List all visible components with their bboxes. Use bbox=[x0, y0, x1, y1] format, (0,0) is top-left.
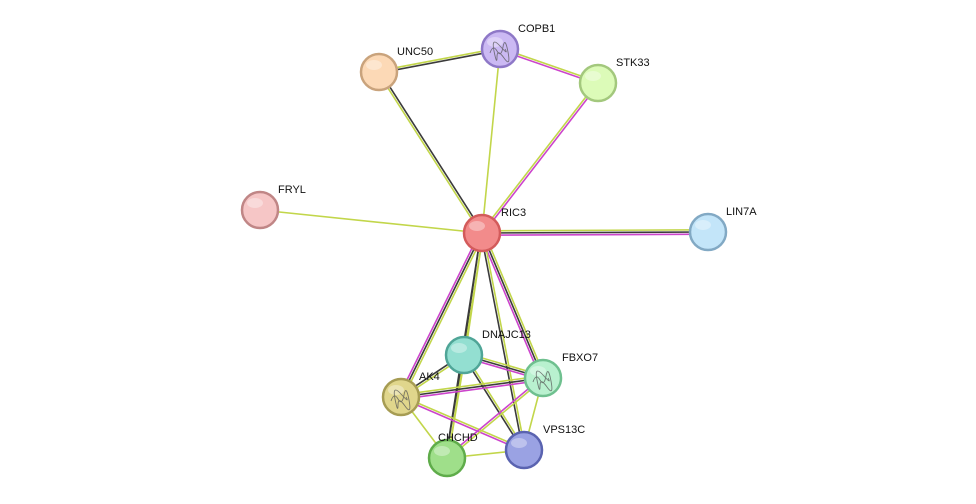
edge-evidence-line bbox=[401, 379, 544, 400]
node-copb1[interactable]: COPB1 bbox=[480, 23, 555, 69]
edge-ric3-ak4[interactable] bbox=[398, 231, 485, 399]
edge-evidence-line bbox=[480, 233, 524, 451]
node-highlight bbox=[247, 198, 263, 208]
node-label: UNC50 bbox=[397, 46, 433, 58]
node-label: LIN7A bbox=[726, 206, 757, 218]
node-circle[interactable] bbox=[240, 190, 280, 230]
edge-evidence-line bbox=[483, 231, 546, 378]
node-vps13c[interactable]: VPS13C bbox=[504, 424, 585, 470]
edge-evidence-line bbox=[482, 83, 600, 235]
edge-evidence-line bbox=[480, 81, 598, 233]
edge-ak4-fbxo7[interactable] bbox=[400, 375, 544, 400]
edge-evidence-line bbox=[402, 233, 485, 399]
edge-evidence-line bbox=[481, 229, 708, 232]
node-highlight bbox=[434, 446, 450, 456]
node-lin7a[interactable]: LIN7A bbox=[688, 206, 757, 252]
edge-ric3-fryl[interactable] bbox=[259, 209, 483, 234]
edge-evidence-line bbox=[479, 233, 542, 380]
edge-evidence-line bbox=[401, 395, 525, 450]
node-label: FRYL bbox=[278, 184, 306, 196]
edge-evidence-line bbox=[379, 70, 484, 233]
node-chchd[interactable]: CHCHD bbox=[427, 432, 478, 478]
edge-evidence-line bbox=[482, 232, 526, 450]
edge-ric3-stk33[interactable] bbox=[480, 81, 600, 235]
node-label: RIC3 bbox=[501, 207, 526, 219]
edge-layer bbox=[259, 47, 709, 460]
node-circle[interactable] bbox=[688, 212, 728, 252]
edge-evidence-line bbox=[447, 378, 545, 460]
node-label: COPB1 bbox=[518, 23, 555, 35]
node-label: STK33 bbox=[616, 57, 650, 69]
node-label: DNAJC13 bbox=[482, 329, 531, 341]
edge-evidence-line bbox=[398, 231, 481, 397]
node-highlight bbox=[366, 60, 382, 70]
edge-ric3-copb1[interactable] bbox=[481, 48, 501, 234]
edge-evidence-line bbox=[400, 397, 524, 452]
edge-ric3-vps13c[interactable] bbox=[480, 232, 526, 451]
edge-evidence-line bbox=[481, 231, 709, 234]
node-highlight bbox=[451, 343, 467, 353]
edge-evidence-line bbox=[481, 232, 544, 379]
node-label: VPS13C bbox=[543, 424, 585, 436]
node-circle[interactable] bbox=[523, 358, 563, 398]
edge-evidence-line bbox=[259, 209, 483, 234]
node-ric3[interactable]: RIC3 bbox=[462, 207, 526, 253]
edge-evidence-line bbox=[379, 49, 501, 74]
node-dnajc13[interactable]: DNAJC13 bbox=[444, 329, 531, 375]
node-highlight bbox=[695, 220, 711, 230]
edge-evidence-line bbox=[482, 233, 709, 236]
node-label: AK4 bbox=[419, 371, 440, 383]
node-circle[interactable] bbox=[462, 213, 502, 253]
node-circle[interactable] bbox=[427, 438, 467, 478]
node-highlight bbox=[469, 221, 485, 231]
edge-ric3-unc50[interactable] bbox=[377, 70, 484, 235]
edge-evidence-line bbox=[400, 375, 543, 396]
edge-evidence-line bbox=[400, 232, 483, 398]
node-unc50[interactable]: UNC50 bbox=[359, 46, 433, 92]
node-fryl[interactable]: FRYL bbox=[240, 184, 306, 230]
protein-structure-icon bbox=[489, 41, 510, 63]
edge-evidence-line bbox=[445, 376, 543, 458]
edge-unc50-copb1[interactable] bbox=[378, 47, 501, 74]
node-circle[interactable] bbox=[504, 430, 544, 470]
protein-structure-icon bbox=[532, 370, 553, 392]
edge-evidence-line bbox=[377, 72, 482, 235]
node-label: CHCHD bbox=[438, 432, 478, 444]
edge-ric3-fbxo7[interactable] bbox=[479, 231, 546, 380]
protein-structure-icon bbox=[390, 389, 411, 411]
edge-evidence-line bbox=[481, 48, 501, 234]
edge-ric3-lin7a[interactable] bbox=[481, 229, 709, 236]
edge-ak4-vps13c[interactable] bbox=[400, 395, 525, 452]
node-ak4[interactable]: AK4 bbox=[381, 371, 440, 417]
edge-evidence-line bbox=[400, 377, 544, 398]
node-circle[interactable] bbox=[480, 29, 520, 69]
node-circle[interactable] bbox=[444, 335, 484, 375]
node-stk33[interactable]: STK33 bbox=[578, 57, 650, 103]
edge-evidence-line bbox=[378, 47, 500, 72]
node-fbxo7[interactable]: FBXO7 bbox=[523, 352, 598, 398]
node-highlight bbox=[511, 438, 527, 448]
node-circle[interactable] bbox=[359, 52, 399, 92]
node-circle[interactable] bbox=[381, 377, 421, 417]
node-highlight bbox=[585, 71, 601, 81]
node-circle[interactable] bbox=[578, 63, 618, 103]
edge-fbxo7-chchd[interactable] bbox=[445, 376, 545, 460]
node-label: FBXO7 bbox=[562, 352, 598, 364]
